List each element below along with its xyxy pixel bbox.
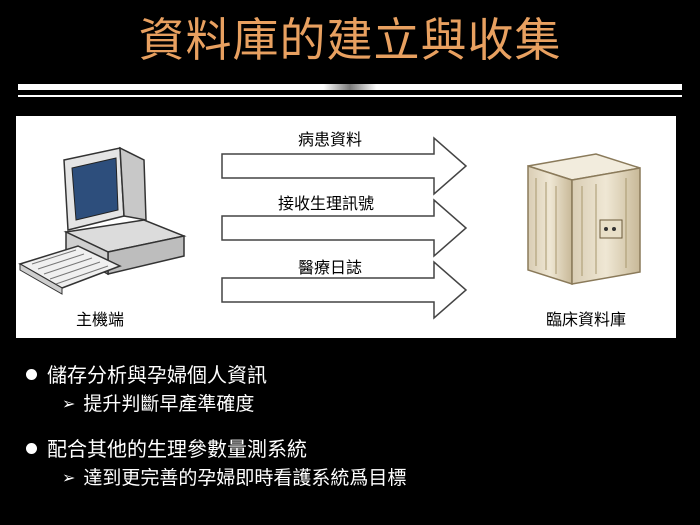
arrow-label-receive-signals: 接收生理訊號 xyxy=(278,194,375,213)
bullet-list: 儲存分析與孕婦個人資訊 ➢ 提升判斷早產準確度 配合其他的生理參數量測系統 ➢ 達到… xyxy=(26,360,686,492)
arrow-3 xyxy=(221,260,468,320)
arrow-1 xyxy=(221,136,468,196)
computer-label: 主機端 xyxy=(76,310,125,329)
sub-bullet-text: 提升判斷早產準確度 xyxy=(83,393,255,415)
chevron-right-icon: ➢ xyxy=(62,394,76,413)
bullet-text: 配合其他的生理參數量測系統 xyxy=(47,437,307,461)
diagram-panel: 病患資料 接收生理訊號 醫療日誌 主機端 臨床資料庫 xyxy=(16,116,676,338)
slide-title: 資料庫的建立與收集 xyxy=(138,13,562,67)
bullet-text: 儲存分析與孕婦個人資訊 xyxy=(47,363,267,387)
arrow-2 xyxy=(221,198,468,258)
bullet-dot-icon xyxy=(26,369,37,380)
sub-bullet-text: 達到更完善的孕婦即時看護系統爲目標 xyxy=(83,467,407,489)
server-label: 臨床資料庫 xyxy=(546,310,627,329)
arrow-label-medical-log: 醫療日誌 xyxy=(298,258,363,277)
bullet-item: 儲存分析與孕婦個人資訊 xyxy=(26,360,686,390)
bullet-item: 配合其他的生理參數量測系統 xyxy=(26,434,686,464)
sub-bullet-item: ➢ 達到更完善的孕婦即時看護系統爲目標 xyxy=(26,464,686,492)
chevron-right-icon: ➢ xyxy=(62,468,76,487)
diagram-graphic xyxy=(18,136,641,320)
arrow-label-patient-data: 病患資料 xyxy=(298,130,363,149)
title-divider-thin xyxy=(18,95,682,97)
computer-icon xyxy=(18,146,187,295)
bullet-dot-icon xyxy=(26,443,37,454)
sub-bullet-item: ➢ 提升判斷早產準確度 xyxy=(26,390,686,418)
server-icon xyxy=(527,153,641,286)
arrow-shapes xyxy=(221,136,468,320)
title-divider-thick xyxy=(18,84,682,90)
